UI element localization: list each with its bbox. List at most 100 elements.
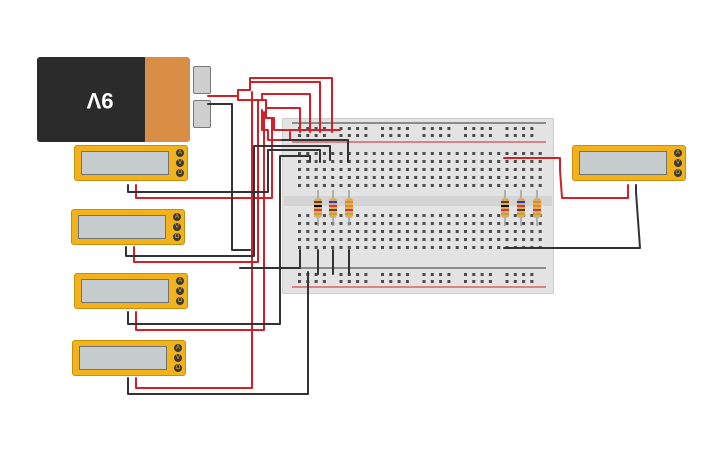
multimeter-mode-v[interactable]: V — [176, 159, 184, 167]
breadboard-hole — [505, 238, 509, 241]
multimeter-mode-v[interactable]: V — [674, 159, 682, 167]
breadboard-hole — [339, 214, 343, 217]
multimeter-display — [79, 346, 167, 370]
breadboard-hole — [472, 168, 476, 171]
breadboard-hole — [488, 230, 492, 233]
breadboard-hole — [430, 176, 434, 179]
resistor-4[interactable] — [501, 190, 509, 226]
breadboard-hole — [430, 246, 434, 249]
breadboard-hole — [389, 230, 393, 233]
breadboard-hole — [430, 168, 434, 171]
resistor-6[interactable] — [533, 190, 541, 226]
breadboard-hole — [530, 238, 534, 241]
breadboard-hole — [397, 134, 401, 137]
breadboard-hole — [447, 134, 451, 137]
breadboard-hole — [430, 134, 434, 137]
breadboard-hole — [422, 184, 426, 187]
breadboard-hole — [397, 168, 401, 171]
multimeter-mode-a[interactable]: A — [674, 149, 682, 157]
breadboard-hole — [347, 160, 351, 163]
breadboard-hole — [314, 160, 318, 163]
multimeter-mode-a[interactable]: A — [176, 149, 184, 157]
breadboard-hole — [480, 127, 484, 130]
battery-terminal-positive[interactable] — [193, 100, 211, 128]
multimeter-mode-r[interactable]: Ω — [176, 169, 184, 177]
breadboard-hole — [322, 176, 326, 179]
multimeter-mode-v[interactable]: V — [173, 223, 181, 231]
multimeter-mode-r[interactable]: Ω — [174, 364, 182, 372]
multimeter-mode-v[interactable]: V — [176, 287, 184, 295]
breadboard-hole — [414, 176, 418, 179]
breadboard-hole — [322, 238, 326, 241]
multimeter-2[interactable]: A V Ω — [71, 209, 185, 245]
breadboard-hole — [389, 160, 393, 163]
multimeter-1[interactable]: A V Ω — [74, 145, 188, 181]
breadboard-hole — [381, 168, 384, 171]
breadboard-hole — [389, 238, 393, 241]
breadboard-hole — [464, 134, 467, 137]
resistor-2[interactable] — [329, 190, 337, 226]
breadboard-hole — [298, 184, 301, 187]
breadboard-hole — [356, 238, 360, 241]
breadboard-hole — [414, 152, 418, 155]
breadboard-hole — [422, 134, 426, 137]
multimeter-mode-r[interactable]: Ω — [176, 297, 184, 305]
breadboard-hole — [439, 280, 443, 283]
breadboard-hole — [306, 230, 310, 233]
breadboard-hole — [480, 238, 484, 241]
breadboard-hole — [530, 168, 534, 171]
resistor-5[interactable] — [517, 190, 525, 226]
breadboard-hole — [513, 238, 517, 241]
battery-terminal-negative[interactable] — [193, 66, 211, 94]
resistor-3[interactable] — [345, 190, 353, 226]
breadboard-hole — [505, 168, 509, 171]
breadboard-hole — [513, 168, 517, 171]
battery-9v[interactable]: 9V — [37, 57, 190, 142]
breadboard-hole — [439, 176, 443, 179]
breadboard-hole — [530, 160, 534, 163]
breadboard-hole — [447, 214, 451, 217]
breadboard-hole — [339, 238, 343, 241]
breadboard-hole — [488, 168, 492, 171]
multimeter-mode-r[interactable]: Ω — [674, 169, 682, 177]
breadboard-hole — [422, 230, 426, 233]
breadboard-hole — [389, 273, 393, 276]
multimeter-mode-a[interactable]: A — [174, 344, 182, 352]
breadboard-hole — [513, 127, 517, 130]
wire-black — [239, 249, 301, 269]
breadboard-hole — [430, 238, 434, 241]
breadboard-hole — [339, 134, 343, 137]
breadboard-hole — [322, 246, 326, 249]
breadboard-hole — [339, 230, 343, 233]
multimeter-3[interactable]: A V Ω — [74, 273, 188, 309]
multimeter-mode-a[interactable]: A — [173, 213, 181, 221]
multimeter-mode-r[interactable]: Ω — [173, 233, 181, 241]
breadboard-hole — [488, 246, 492, 249]
breadboard-hole — [364, 222, 368, 225]
wire-red — [135, 111, 265, 331]
multimeter-mode-v[interactable]: V — [174, 354, 182, 362]
breadboard-hole — [364, 238, 368, 241]
breadboard-hole — [405, 238, 409, 241]
breadboard-hole — [306, 160, 310, 163]
breadboard-hole — [414, 238, 418, 241]
breadboard-hole — [397, 127, 401, 130]
breadboard-hole — [339, 273, 343, 276]
breadboard-hole — [447, 176, 451, 179]
multimeter-4[interactable]: A V Ω — [72, 340, 186, 376]
multimeter-mode-a[interactable]: A — [176, 277, 184, 285]
breadboard-hole — [298, 176, 301, 179]
breadboard-hole — [480, 160, 484, 163]
breadboard-hole — [422, 214, 426, 217]
battery-body — [37, 57, 147, 142]
breadboard-hole — [439, 273, 443, 276]
breadboard-hole — [405, 184, 409, 187]
resistor-1[interactable] — [314, 190, 322, 226]
breadboard-hole — [381, 280, 384, 283]
breadboard-hole — [430, 184, 434, 187]
multimeter-5[interactable]: A V Ω — [572, 145, 686, 181]
breadboard-hole — [372, 222, 376, 225]
breadboard-hole — [455, 184, 459, 187]
resistors — [314, 190, 541, 226]
